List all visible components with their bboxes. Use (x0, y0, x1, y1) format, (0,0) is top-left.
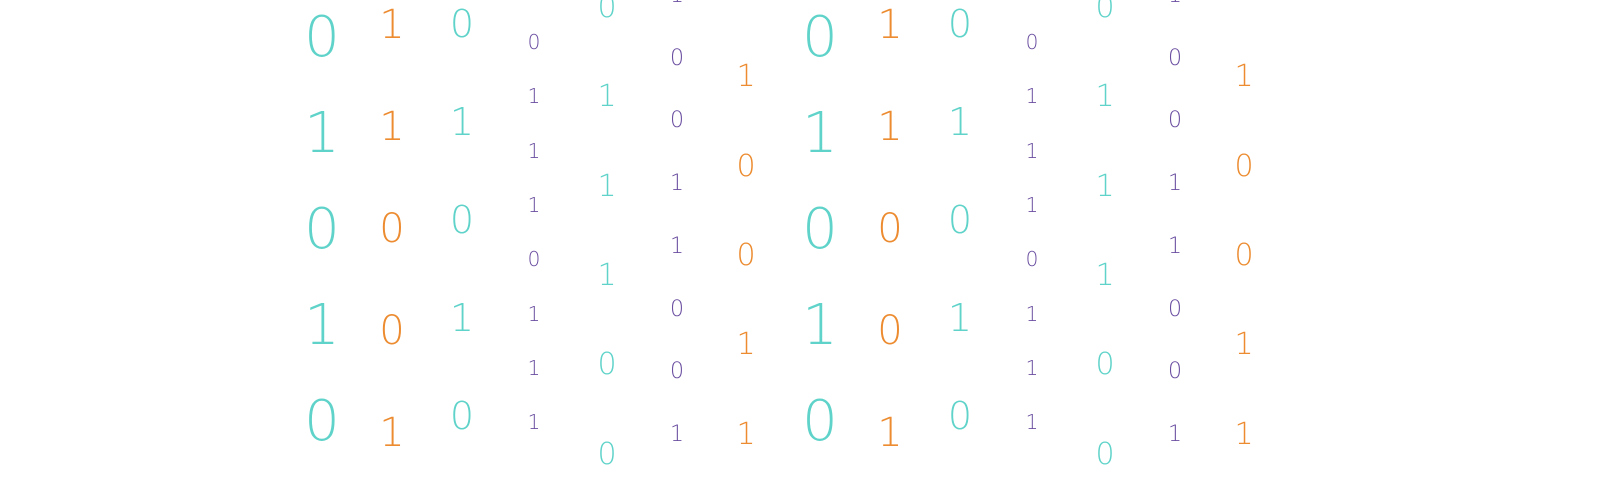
binary-digit: 0 (597, 347, 617, 383)
binary-digit: 1 (670, 233, 684, 259)
binary-digit: 0 (670, 45, 684, 71)
binary-digit: 0 (597, 0, 617, 25)
binary-digit: 1 (527, 192, 541, 217)
binary-digit: 0 (1095, 436, 1115, 472)
binary-digit: 0 (802, 197, 838, 262)
binary-digit: 1 (1095, 257, 1115, 293)
binary-digit: 0 (1168, 296, 1182, 322)
binary-digit: 0 (1234, 237, 1254, 273)
binary-digit: 1 (736, 416, 756, 452)
binary-digit: 1 (449, 100, 475, 144)
binary-digit: 0 (947, 198, 973, 242)
binary-digit: 1 (379, 410, 405, 456)
binary-digit: 0 (1168, 359, 1182, 385)
binary-digit: 0 (1095, 347, 1115, 383)
binary-digit: 0 (449, 394, 475, 438)
binary-digit: 1 (527, 355, 541, 380)
binary-digit: 1 (670, 0, 684, 7)
binary-digit: 1 (597, 257, 617, 293)
binary-digit: 1 (597, 168, 617, 204)
binary-digit: 1 (1025, 410, 1039, 435)
binary-digit: 0 (1025, 247, 1039, 272)
binary-digit: 1 (1025, 301, 1039, 326)
binary-digit: 0 (1025, 30, 1039, 54)
binary-digit: 0 (304, 197, 340, 262)
binary-digit: 0 (1168, 108, 1182, 134)
binary-digit: 0 (379, 308, 405, 354)
binary-digit: 1 (1025, 138, 1039, 163)
binary-digit: 0 (947, 2, 973, 46)
binary-digit: 1 (1168, 233, 1182, 259)
binary-digit: 1 (304, 101, 340, 166)
binary-digit: 1 (527, 138, 541, 163)
binary-digit: 0 (449, 2, 475, 46)
binary-digit: 0 (877, 206, 903, 252)
binary-digit: 1 (947, 100, 973, 144)
binary-digit: 1 (379, 2, 405, 48)
binary-digit: 0 (736, 237, 756, 273)
binary-digit: 0 (802, 5, 838, 70)
binary-digit: 1 (670, 421, 684, 447)
binary-digit: 1 (736, 327, 756, 363)
binary-digit: 1 (877, 2, 903, 48)
binary-digit: 1 (802, 101, 838, 166)
binary-digit: 1 (1234, 416, 1254, 452)
binary-digit: 0 (670, 296, 684, 322)
binary-digit: 1 (947, 296, 973, 340)
binary-digit: 0 (802, 389, 838, 454)
binary-digit: 1 (527, 410, 541, 435)
binary-digit: 1 (449, 296, 475, 340)
binary-digit: 0 (527, 247, 541, 272)
binary-digit: 1 (802, 293, 838, 358)
binary-digit: 1 (736, 59, 756, 95)
binary-digit: 1 (1168, 421, 1182, 447)
binary-digit: 1 (1025, 84, 1039, 109)
binary-digit: 1 (1168, 0, 1182, 7)
binary-digit: 1 (670, 171, 684, 197)
binary-digit: 1 (1095, 79, 1115, 115)
binary-digit: 0 (877, 308, 903, 354)
binary-digit: 0 (449, 198, 475, 242)
binary-digit: 1 (877, 410, 903, 456)
binary-digit: 1 (877, 104, 903, 150)
binary-digit: 0 (947, 394, 973, 438)
binary-digit: 0 (670, 108, 684, 134)
binary-digit: 0 (1234, 0, 1253, 3)
binary-digit: 1 (597, 79, 617, 115)
binary-digit: 1 (527, 301, 541, 326)
binary-digit: 0 (1234, 148, 1254, 184)
binary-digit: 1 (1025, 355, 1039, 380)
binary-digit: 0 (304, 389, 340, 454)
binary-digit: 1 (1168, 171, 1182, 197)
binary-digit: 0 (597, 436, 617, 472)
binary-digit: 1 (527, 84, 541, 109)
binary-digit: 1 (1234, 327, 1254, 363)
binary-digit: 0 (304, 5, 340, 70)
binary-digit: 0 (736, 0, 755, 3)
binary-digit: 1 (1095, 168, 1115, 204)
binary-digit: 0 (736, 148, 756, 184)
binary-digit: 0 (1095, 0, 1115, 25)
binary-digit: 1 (1234, 59, 1254, 95)
binary-digit: 0 (527, 30, 541, 54)
binary-digit: 1 (1025, 192, 1039, 217)
binary-digit: 1 (379, 104, 405, 150)
binary-digit: 0 (670, 359, 684, 385)
binary-digit: 0 (1168, 45, 1182, 71)
binary-digit: 1 (304, 293, 340, 358)
binary-digit: 0 (379, 206, 405, 252)
